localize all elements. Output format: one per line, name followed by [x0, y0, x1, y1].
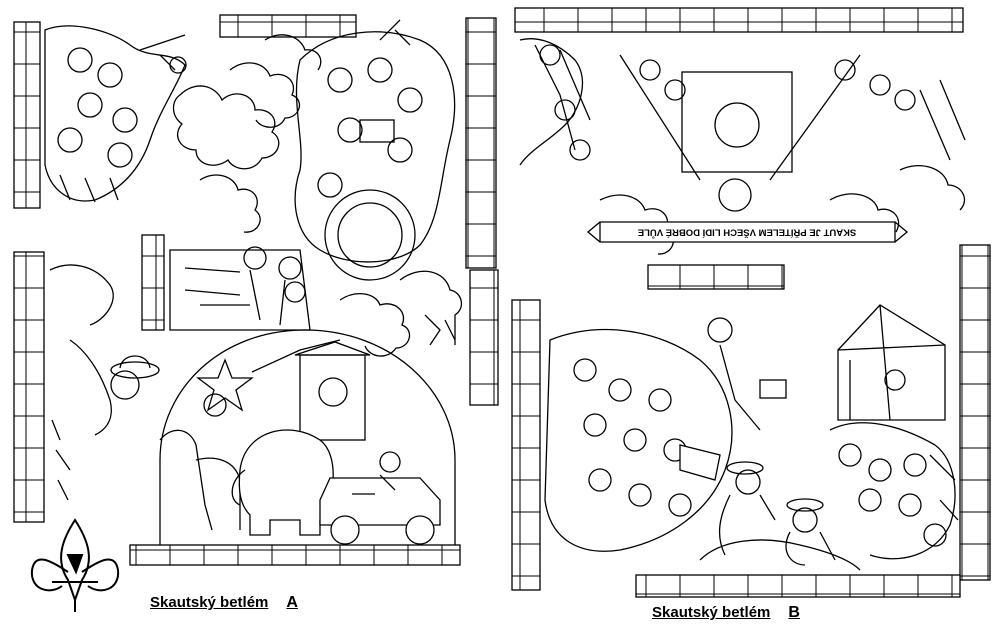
foliage-illustration [172, 34, 322, 233]
wall-strip-bottom-b [635, 574, 961, 598]
wall-column-top-right-a [465, 17, 497, 269]
wall-column-right-b [959, 244, 991, 581]
wall-column-mid-a [141, 234, 165, 331]
sheet-b-letter: B [788, 604, 800, 621]
wall-column-top-left [13, 21, 41, 209]
sheet-a-label: Skautský betlém A [150, 594, 298, 612]
motto-banner: SKAUT JE PŘÍTELEM VŠECH LIDÍ DOBRÉ VŮLE [586, 221, 909, 243]
scout-fleur-de-lis-icon [30, 518, 120, 612]
tent-illustration [837, 304, 946, 421]
kneeling-scouts-illustration [699, 461, 861, 571]
scout-with-hat-illustration [49, 264, 160, 501]
sheet-a [13, 14, 499, 612]
sheet-a-letter: A [286, 594, 298, 611]
sheet-b: SKAUT JE PŘÍTELEM VŠECH LIDÍ DOBRÉ VŮLE [511, 7, 991, 598]
sheet-a-title: Skautský betlém [150, 594, 269, 611]
wall-column-mid-right-a [469, 269, 499, 406]
wall-strip-top-b [514, 7, 964, 33]
wall-column-left-lower-a [13, 251, 45, 523]
wall-strip-mid-b [647, 264, 785, 290]
walking-scouts-illustration [169, 246, 311, 331]
sheet-b-title: Skautský betlém [652, 604, 771, 621]
hanging-scouts-illustration [519, 38, 966, 255]
foliage-mid-illustration [339, 270, 463, 357]
wall-strip-top-a [219, 14, 357, 38]
banner-text: SKAUT JE PŘÍTELEM VŠECH LIDÍ DOBRÉ VŮLE [638, 226, 857, 238]
sheet-b-label: Skautský betlém B [652, 604, 800, 622]
wall-column-left-b [511, 299, 541, 591]
nativity-dome-illustration [129, 329, 461, 566]
right-scouts-illustration [829, 422, 959, 560]
scouts-group-illustration [44, 25, 187, 203]
band-illustration [294, 19, 456, 281]
scout-crowd-illustration [544, 317, 787, 552]
